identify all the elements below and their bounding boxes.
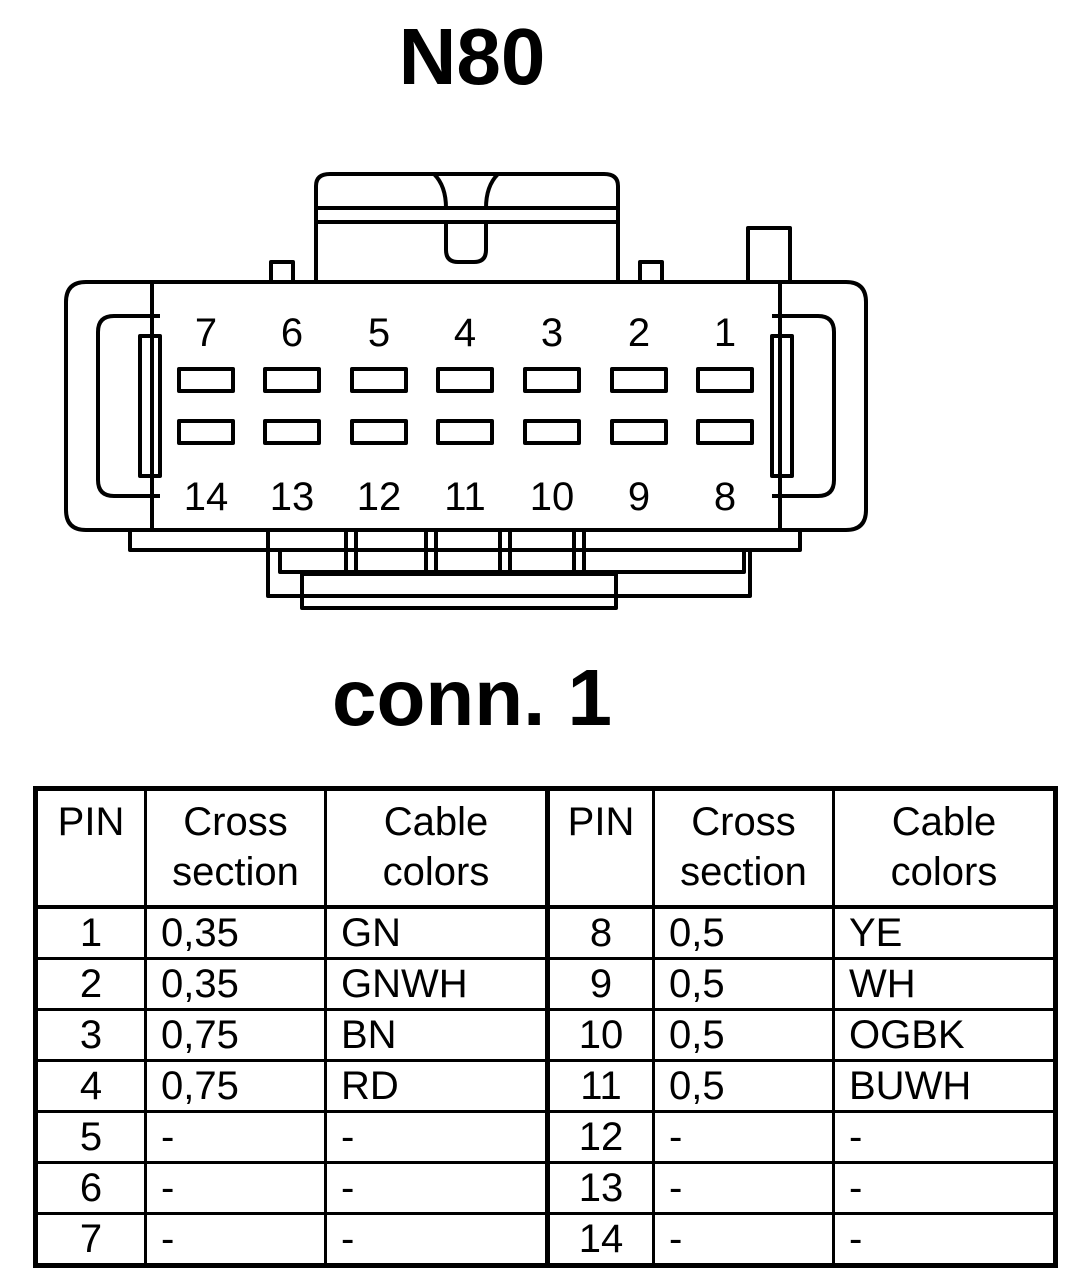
cross-section-cell: 0,5 — [652, 1059, 835, 1113]
cable-color-cell: - — [832, 1110, 1057, 1164]
table-row: 7 - - 14 - - — [34, 1212, 1057, 1267]
pin-label: 7 — [195, 311, 217, 355]
pin-cell: 2 — [34, 957, 147, 1011]
pin-cell: 13 — [545, 1161, 655, 1215]
top-latch — [314, 172, 620, 282]
pin-cell: 3 — [34, 1008, 147, 1062]
top-post — [746, 226, 792, 284]
cable-color-cell: - — [832, 1161, 1057, 1215]
top-tab-right — [638, 260, 664, 284]
pin-cell: 9 — [545, 957, 655, 1011]
pin-contact-11 — [436, 419, 494, 445]
table-row: 5 - - 12 - - — [34, 1110, 1057, 1164]
pin-label: 12 — [357, 475, 402, 519]
cable-color-cell: GNWH — [324, 957, 549, 1011]
header-pin: PIN — [34, 787, 147, 909]
pin-contact-1 — [696, 367, 754, 393]
pin-cell: 12 — [545, 1110, 655, 1164]
bottom-skirt — [128, 530, 802, 610]
cross-section-cell: 0,5 — [652, 957, 835, 1011]
left-side-latch — [96, 314, 162, 498]
pin-cell: 7 — [34, 1212, 147, 1267]
cable-color-cell: - — [832, 1212, 1057, 1267]
table-row: 2 0,35 GNWH 9 0,5 WH — [34, 957, 1057, 1011]
cross-section-cell: 0,5 — [652, 1008, 835, 1062]
cross-section-cell: 0,35 — [144, 957, 327, 1011]
pin-label: 8 — [714, 475, 736, 519]
cross-section-cell: 0,5 — [652, 905, 835, 960]
pin-cell: 5 — [34, 1110, 147, 1164]
pin-cell: 10 — [545, 1008, 655, 1062]
pin-contact-2 — [610, 367, 668, 393]
cross-section-cell: 0,75 — [144, 1059, 327, 1113]
cross-section-cell: - — [652, 1212, 835, 1267]
cross-section-cell: - — [144, 1212, 327, 1267]
pin-label: 14 — [184, 475, 229, 519]
pin-label: 5 — [368, 311, 390, 355]
connector-label: conn. 1 — [331, 653, 613, 742]
pin-label: 6 — [281, 311, 303, 355]
header-pin: PIN — [545, 787, 655, 909]
cross-section-cell: 0,75 — [144, 1008, 327, 1062]
pin-cell: 11 — [545, 1059, 655, 1113]
cable-color-cell: YE — [832, 905, 1057, 960]
cable-color-cell: GN — [324, 905, 549, 960]
pin-label: 13 — [270, 475, 315, 519]
pin-cell: 4 — [34, 1059, 147, 1113]
cross-section-cell: - — [144, 1110, 327, 1164]
pin-contact-3 — [523, 367, 581, 393]
cable-color-cell: - — [324, 1110, 549, 1164]
cable-color-cell: BUWH — [832, 1059, 1057, 1113]
pin-contact-14 — [177, 419, 235, 445]
top-tab-left — [269, 260, 295, 284]
right-side-latch — [770, 314, 836, 498]
cross-section-cell: - — [144, 1161, 327, 1215]
cross-section-cell: - — [652, 1161, 835, 1215]
table-row: 6 - - 13 - - — [34, 1161, 1057, 1215]
pin-contact-4 — [436, 367, 494, 393]
component-title: N80 — [398, 12, 546, 101]
pin-contact-5 — [350, 367, 408, 393]
cross-section-cell: - — [652, 1110, 835, 1164]
pin-label: 10 — [530, 475, 575, 519]
pin-contact-10 — [523, 419, 581, 445]
cable-color-cell: - — [324, 1212, 549, 1267]
pin-contact-12 — [350, 419, 408, 445]
table-row: 1 0,35 GN 8 0,5 YE — [34, 905, 1057, 960]
pin-label: 9 — [628, 475, 650, 519]
pin-contact-6 — [263, 367, 321, 393]
cable-color-cell: WH — [832, 957, 1057, 1011]
pin-contact-13 — [263, 419, 321, 445]
pin-label: 1 — [714, 311, 736, 355]
pin-label: 11 — [444, 475, 486, 519]
pin-cell: 6 — [34, 1161, 147, 1215]
connector-diagram: 7 6 5 4 3 2 1 14 13 12 11 10 9 8 — [64, 172, 868, 610]
pin-label: 3 — [541, 311, 563, 355]
cable-color-cell: BN — [324, 1008, 549, 1062]
cross-section-cell: 0,35 — [144, 905, 327, 960]
pin-cell: 1 — [34, 905, 147, 960]
pin-cell: 8 — [545, 905, 655, 960]
table-row: 3 0,75 BN 10 0,5 OGBK — [34, 1008, 1057, 1062]
bottom-row-contacts — [177, 419, 754, 445]
table-row: 4 0,75 RD 11 0,5 BUWH — [34, 1059, 1057, 1113]
pin-label: 4 — [454, 311, 476, 355]
pin-contact-9 — [610, 419, 668, 445]
cable-color-cell: OGBK — [832, 1008, 1057, 1062]
cable-color-cell: RD — [324, 1059, 549, 1113]
top-row-contacts — [177, 367, 754, 393]
cable-color-cell: - — [324, 1161, 549, 1215]
connector-housing — [64, 280, 868, 532]
pin-contact-7 — [177, 367, 235, 393]
pin-label: 2 — [628, 311, 650, 355]
pin-contact-8 — [696, 419, 754, 445]
pin-cell: 14 — [545, 1212, 655, 1267]
